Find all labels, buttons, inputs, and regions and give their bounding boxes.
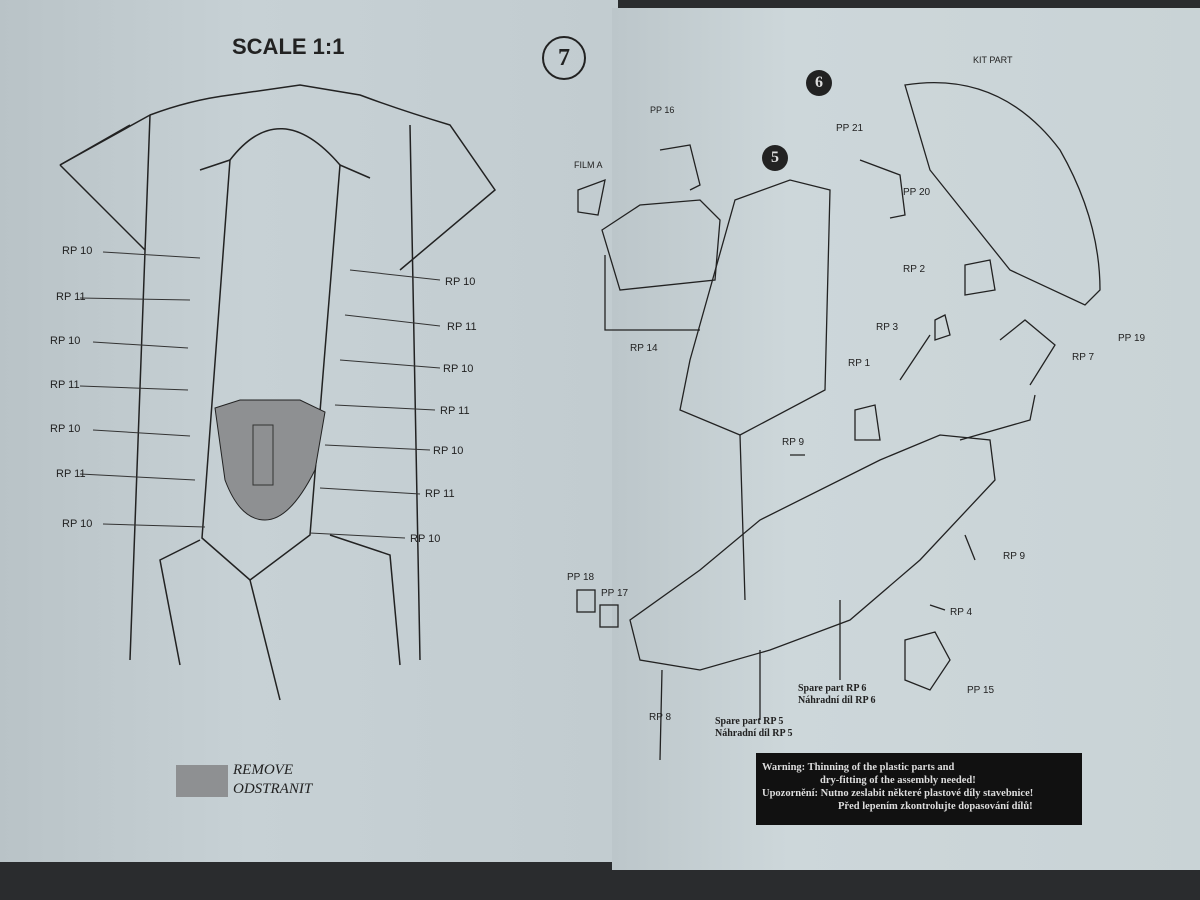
label-rp9: RP 9 bbox=[1003, 551, 1026, 562]
label-film-a: FILM A bbox=[574, 160, 603, 170]
label-kit-part: KIT PART bbox=[973, 55, 1013, 65]
label-rp4: RP 4 bbox=[950, 607, 973, 618]
spare-rp5-en: Spare part RP 5 bbox=[715, 716, 784, 727]
label-rp14: RP 14 bbox=[630, 343, 658, 354]
right-page bbox=[612, 8, 1200, 870]
label-rp7: RP 7 bbox=[1072, 352, 1095, 363]
label-rp2: RP 2 bbox=[903, 264, 926, 275]
label-rp8: RP 8 bbox=[649, 712, 672, 723]
label-rp10: RP 10 bbox=[62, 245, 93, 257]
label-pp16: PP 16 bbox=[650, 105, 675, 115]
label-rp11: RP 11 bbox=[447, 321, 477, 333]
warning-line: Před lepením zkontrolujte dopasování díl… bbox=[838, 801, 1033, 812]
label-rp1: RP 1 bbox=[848, 358, 871, 369]
label-pp18: PP 18 bbox=[567, 572, 595, 583]
label-rp10: RP 10 bbox=[50, 423, 81, 435]
label-rp11: RP 11 bbox=[425, 488, 455, 500]
label-rp10: RP 10 bbox=[445, 276, 476, 288]
legend-odstranit: ODSTRANIT bbox=[233, 781, 313, 797]
warning-line: dry-fitting of the assembly needed! bbox=[820, 775, 976, 786]
label-rp10: RP 10 bbox=[433, 445, 464, 457]
spare-rp6-en: Spare part RP 6 bbox=[798, 683, 867, 694]
scale-title: SCALE 1:1 bbox=[232, 34, 345, 59]
label-pp17: PP 17 bbox=[601, 588, 629, 599]
label-rp11: RP 11 bbox=[50, 379, 80, 391]
left-page: SCALE 1:1 RP 10 RP 11 RP 10 RP 11 RP 10 … bbox=[0, 0, 618, 862]
warning-line: Warning: Thinning of the plastic parts a… bbox=[762, 762, 955, 773]
label-rp11: RP 11 bbox=[56, 468, 86, 480]
label-rp3: RP 3 bbox=[876, 322, 899, 333]
step-7-number: 7 bbox=[542, 36, 586, 80]
warning-line: Upozornění: Nutno zeslabit některé plast… bbox=[762, 788, 1034, 799]
spare-rp5-cz: Náhradní díl RP 5 bbox=[715, 728, 793, 739]
label-rp9: RP 9 bbox=[782, 437, 805, 448]
step-5-badge: 5 bbox=[762, 145, 788, 171]
spare-rp6-cz: Náhradní díl RP 6 bbox=[798, 695, 876, 706]
label-rp10: RP 10 bbox=[50, 335, 81, 347]
label-rp10: RP 10 bbox=[443, 363, 474, 375]
label-pp20: PP 20 bbox=[903, 187, 931, 198]
label-rp11: RP 11 bbox=[440, 405, 470, 417]
warning-box: Warning: Thinning of the plastic parts a… bbox=[756, 753, 1082, 825]
cockpit-template-drawing bbox=[59, 84, 497, 701]
label-rp10: RP 10 bbox=[410, 533, 441, 545]
legend-remove: REMOVE bbox=[233, 762, 293, 778]
label-pp19: PP 19 bbox=[1118, 333, 1146, 344]
label-pp21: PP 21 bbox=[836, 123, 864, 134]
label-pp15: PP 15 bbox=[967, 685, 995, 696]
step-6-badge: 6 bbox=[806, 70, 832, 96]
remove-legend-swatch bbox=[176, 765, 228, 797]
label-rp10: RP 10 bbox=[62, 518, 93, 530]
label-rp11: RP 11 bbox=[56, 291, 86, 303]
